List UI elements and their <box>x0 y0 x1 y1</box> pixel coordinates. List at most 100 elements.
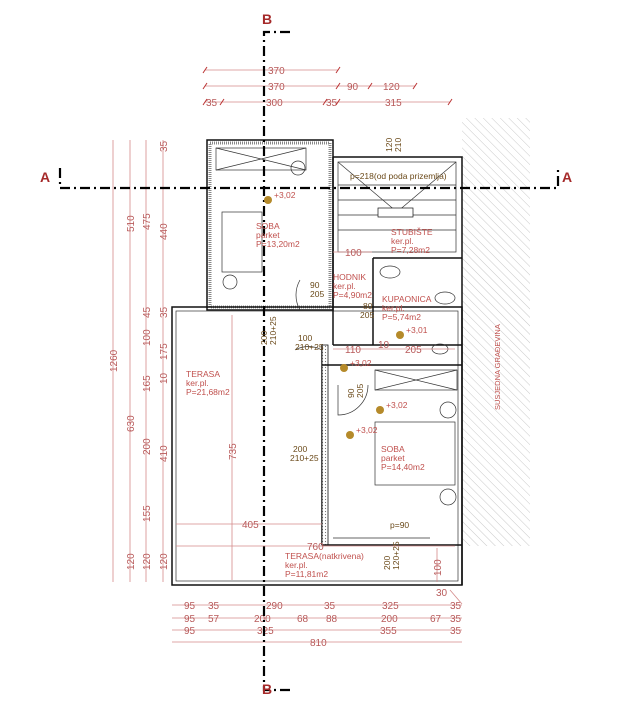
plan-text: 80 <box>363 301 373 311</box>
plan-text: 210+25 <box>268 316 278 345</box>
top-dimensions: 370 370 90 120 35 300 35 315 <box>202 66 453 109</box>
plan-text: 205 <box>310 289 324 299</box>
plan-text: SOBA <box>381 444 405 454</box>
dim-text: 370 <box>268 66 285 77</box>
plan-text: 30 <box>436 588 448 599</box>
plan-text: 1260 <box>109 349 120 372</box>
plan-text: 120+25 <box>391 541 401 570</box>
bed-2 <box>374 421 456 486</box>
plan-text: 410 <box>159 445 170 462</box>
plan-text: ker.pl. <box>333 281 356 291</box>
plan-text: 200 <box>381 614 398 625</box>
plan-text: 100 <box>433 559 444 576</box>
plan-text: 100 <box>345 248 362 259</box>
dim-text: 35 <box>326 98 338 109</box>
dim-text: 120 <box>383 82 400 93</box>
plan-text: +3,02 <box>386 400 408 410</box>
section-label-a-right: A <box>562 169 572 185</box>
level-marker-icon <box>396 331 404 339</box>
plan-text: 35 <box>208 601 220 612</box>
plan-text: TERASA <box>186 369 220 379</box>
plan-text: 475 <box>142 213 153 230</box>
plan-text: 100 <box>298 333 312 343</box>
plan-text: 120 <box>142 553 153 570</box>
room-label-soba-2: SOBA parket P=14,40m2 <box>381 444 425 472</box>
plan-text: P=13,20m2 <box>256 239 300 249</box>
room-label-kupaonica: KUPAONICA ker.pl. P=5,74m2 <box>382 294 432 322</box>
plan-text: parket <box>381 453 405 463</box>
plan-text: 200 <box>293 444 307 454</box>
annotations: p=218(od poda prizemlja) 120 210 100 110… <box>176 138 455 582</box>
plan-text: parket <box>256 230 280 240</box>
plan-text: 205 <box>355 384 365 398</box>
plan-text: 45 <box>142 306 153 318</box>
terrace-outline <box>171 306 463 586</box>
plan-text: 90 <box>310 280 320 290</box>
level-marker-icon <box>264 196 272 204</box>
plan-text: 210+25 <box>290 453 319 463</box>
walls <box>171 139 463 586</box>
plan-text: 175 <box>159 343 170 360</box>
plan-text: 120 <box>126 553 137 570</box>
plan-text: 200 <box>259 331 269 345</box>
plan-text: 88 <box>326 614 338 625</box>
plan-text: 95 <box>184 601 196 612</box>
bottom-dimensions: 95 35 290 35 325 35 95 57 200 68 88 200 … <box>172 588 463 649</box>
plan-text: 10 <box>378 340 390 351</box>
plan-text: ker.pl. <box>186 378 209 388</box>
level-markers: +3,02 +3,01 +3,02 +3,02 +3,02 <box>264 190 428 439</box>
dim-text: 90 <box>347 82 359 93</box>
plan-text: 405 <box>242 520 259 531</box>
plan-text: 120 <box>384 138 394 152</box>
plan-text: STUBIŠTE <box>391 227 433 237</box>
dim-text: 300 <box>266 98 283 109</box>
section-line-b <box>262 30 290 692</box>
plan-text: HODNIK <box>333 272 366 282</box>
section-label-a-left: A <box>40 169 50 185</box>
plan-text: P=7,28m2 <box>391 245 430 255</box>
plan-text: 810 <box>310 638 327 649</box>
plan-text: 210 <box>393 138 403 152</box>
plan-text: 510 <box>126 215 137 232</box>
plan-text: 325 <box>257 626 274 637</box>
plan-text: p=218(od poda prizemlja) <box>350 171 447 181</box>
plan-text: 760 <box>307 542 324 553</box>
section-label-b-bottom: B <box>262 681 272 697</box>
plan-text: P=14,40m2 <box>381 462 425 472</box>
plan-text: P=21,68m2 <box>186 387 230 397</box>
plan-text: 205 <box>360 310 374 320</box>
plan-text: +3,02 <box>356 425 378 435</box>
plan-text: 35 <box>159 306 170 318</box>
neighbour-building-label: SUSJEDNA GRAĐEVINA <box>493 324 502 410</box>
level-marker-icon <box>376 406 384 414</box>
plan-text: 200 <box>254 614 271 625</box>
plan-text: 205 <box>405 345 422 356</box>
plan-text: 200 <box>142 438 153 455</box>
plan-text: P=4,90m2 <box>333 290 372 300</box>
left-dimensions: 1260 510 630 120 475 45 100 165 200 155 … <box>109 140 170 582</box>
plan-text: 630 <box>126 415 137 432</box>
room-label-soba-1: SOBA parket P=13,20m2 <box>256 221 300 249</box>
plan-text: 10 <box>159 372 170 384</box>
plan-text: 90 <box>346 388 356 398</box>
sink <box>379 265 401 279</box>
plan-text: 57 <box>208 614 220 625</box>
plan-text: 95 <box>184 614 196 625</box>
plan-text: 165 <box>142 375 153 392</box>
plan-text: 290 <box>266 601 283 612</box>
plan-text: KUPAONICA <box>382 294 432 304</box>
neighbour-building-hatch <box>462 118 530 546</box>
plan-text: ker.pl. <box>382 303 405 313</box>
plan-text: TERASA(natkrivena) <box>285 551 364 561</box>
section-line-a <box>58 168 560 190</box>
room-label-terasa: TERASA ker.pl. P=21,68m2 <box>186 369 230 397</box>
dim-text: 35 <box>206 98 218 109</box>
plan-text: 325 <box>382 601 399 612</box>
dim-text: 315 <box>385 98 402 109</box>
room-label-terasa-natkrivena: TERASA(natkrivena) ker.pl. P=11,81m2 <box>285 551 364 579</box>
section-label-b-top: B <box>262 11 272 27</box>
dim-text: 370 <box>268 82 285 93</box>
plan-text: 110 <box>345 345 361 356</box>
plan-text: 155 <box>142 505 153 522</box>
